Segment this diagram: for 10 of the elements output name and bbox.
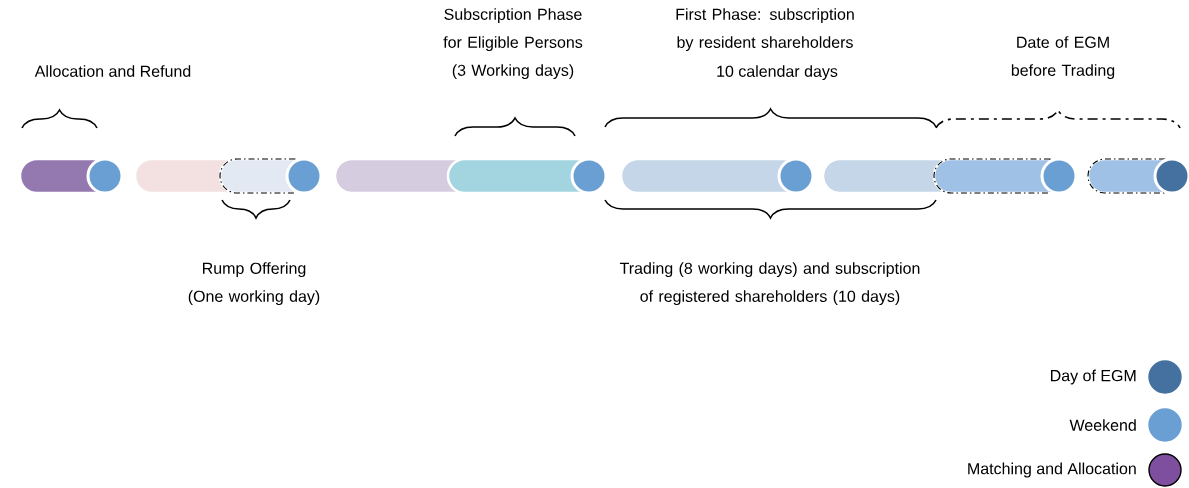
phase-label: Allocation and Refund — [34, 65, 191, 77]
legend-label: Matching and Allocation — [968, 462, 1136, 478]
phase-label: First Phase: subscription by resident shareholders — [676, 8, 854, 52]
legend-label: Day of EGM — [1051, 369, 1136, 385]
phase-label: Rump Offering (One working day) — [188, 262, 320, 306]
phase-label: Subscription Phase for Eligible Persons (3 Working days) — [443, 8, 583, 80]
phase-label: Trading (8 working days) and subscription of registered shareholders (10 days) — [619, 262, 920, 306]
phase-label: 10 calendar days — [717, 65, 838, 81]
phase-label: Date of EGM before Trading — [1011, 36, 1115, 80]
legend-label: Weekend — [1069, 419, 1136, 431]
